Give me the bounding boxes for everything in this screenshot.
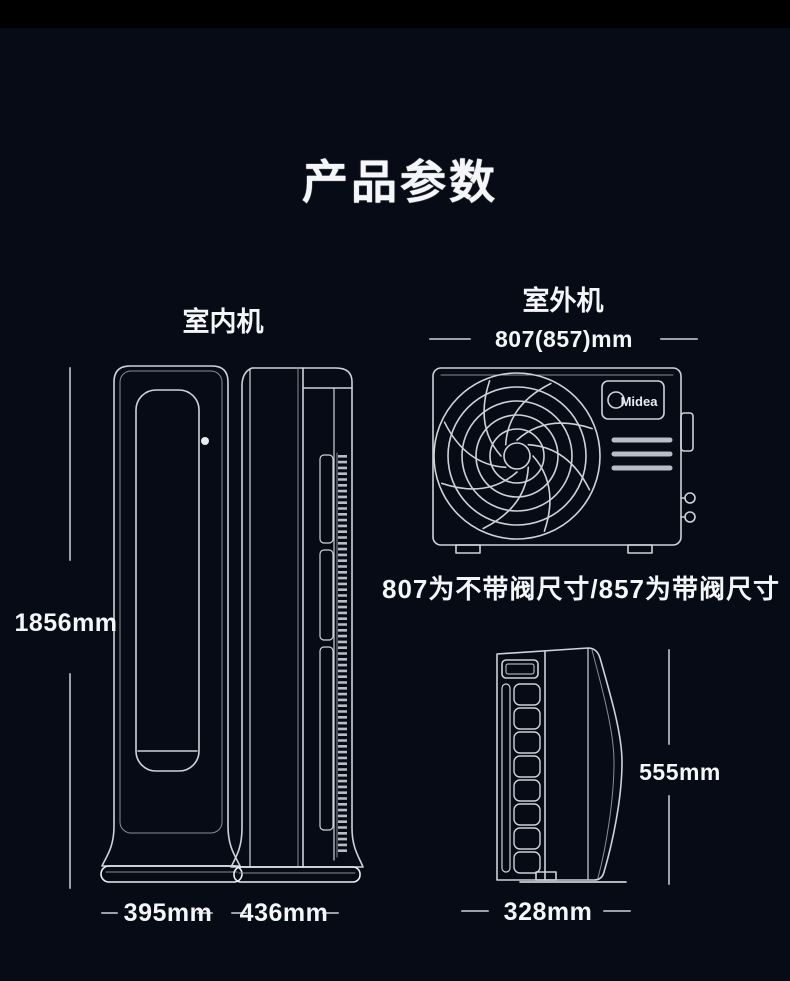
dimension-lines xyxy=(69,338,698,914)
side-vent-slots xyxy=(513,683,541,874)
midea-brand-text: Midea xyxy=(621,394,659,409)
indoor-side-view xyxy=(230,367,364,883)
outdoor-foot-right xyxy=(627,544,653,554)
spec-panel: Midea xyxy=(0,28,790,981)
valve-fittings xyxy=(680,412,696,523)
midea-logo-mark xyxy=(607,391,625,409)
indoor-side-depth-dim: 436mm xyxy=(239,899,329,927)
outdoor-side-foot xyxy=(535,871,557,881)
outdoor-foot-left xyxy=(455,544,481,554)
indoor-height-dim: 1856mm xyxy=(14,609,118,637)
dimension-drawing: Midea xyxy=(69,338,698,914)
page-title: 产品参数 xyxy=(302,156,498,208)
vent-slats xyxy=(611,437,673,471)
valve-size-note: 807为不带阀尺寸/857为带阀尺寸 xyxy=(382,574,780,604)
midea-logo: Midea xyxy=(601,380,665,420)
indoor-unit-label: 室内机 xyxy=(182,307,264,337)
outdoor-height-dim: 555mm xyxy=(639,759,721,785)
outdoor-side-view xyxy=(496,647,627,883)
outdoor-width-dim: 807(857)mm xyxy=(495,326,633,352)
indoor-indicator-dot xyxy=(201,437,209,445)
outdoor-unit-label: 室外机 xyxy=(522,286,604,316)
outdoor-front-view: Midea xyxy=(432,367,696,554)
indoor-front-view xyxy=(100,365,243,883)
indoor-front-width-dim: 395mm xyxy=(123,899,213,927)
fan-grille xyxy=(433,372,601,540)
outdoor-depth-dim: 328mm xyxy=(503,898,593,926)
